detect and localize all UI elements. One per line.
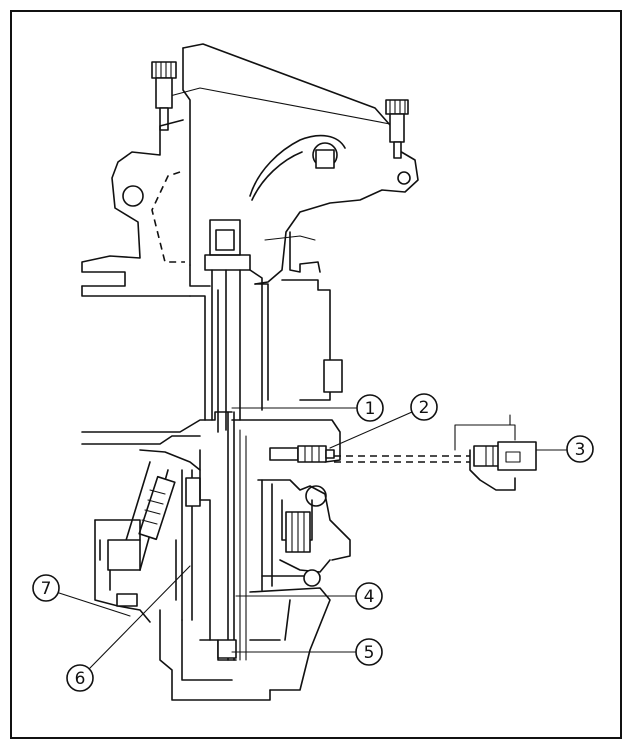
callout-5-label: 5 bbox=[364, 643, 375, 663]
callout-1: 1 bbox=[356, 394, 384, 422]
upper-housing bbox=[169, 43, 419, 285]
base-plate bbox=[81, 411, 341, 661]
callout-7: 7 bbox=[32, 574, 60, 602]
knob-left bbox=[151, 61, 177, 131]
lower-left-assembly bbox=[94, 449, 201, 623]
leader-7 bbox=[55, 591, 131, 617]
callout-7-label: 7 bbox=[41, 579, 52, 599]
leader-lines bbox=[55, 407, 569, 669]
callout-4: 4 bbox=[355, 582, 383, 610]
connector-2 bbox=[269, 445, 470, 463]
callout-3-label: 3 bbox=[575, 440, 586, 460]
callout-6: 6 bbox=[66, 664, 94, 692]
callout-3: 3 bbox=[566, 435, 594, 463]
leader-2 bbox=[329, 411, 413, 449]
callout-5: 5 bbox=[355, 638, 383, 666]
callout-2: 2 bbox=[410, 393, 438, 421]
callout-4-label: 4 bbox=[364, 587, 375, 607]
connector-3-detail bbox=[454, 414, 537, 491]
knob-right bbox=[385, 99, 409, 159]
callout-6-label: 6 bbox=[75, 669, 86, 689]
leader-6 bbox=[89, 565, 191, 669]
left-body bbox=[81, 119, 211, 297]
lower-right-assembly bbox=[249, 479, 351, 691]
central-column bbox=[189, 219, 343, 433]
callout-2-label: 2 bbox=[419, 398, 430, 418]
callout-1-label: 1 bbox=[365, 399, 376, 419]
lower-center bbox=[159, 449, 271, 701]
diagram-frame bbox=[10, 10, 622, 739]
